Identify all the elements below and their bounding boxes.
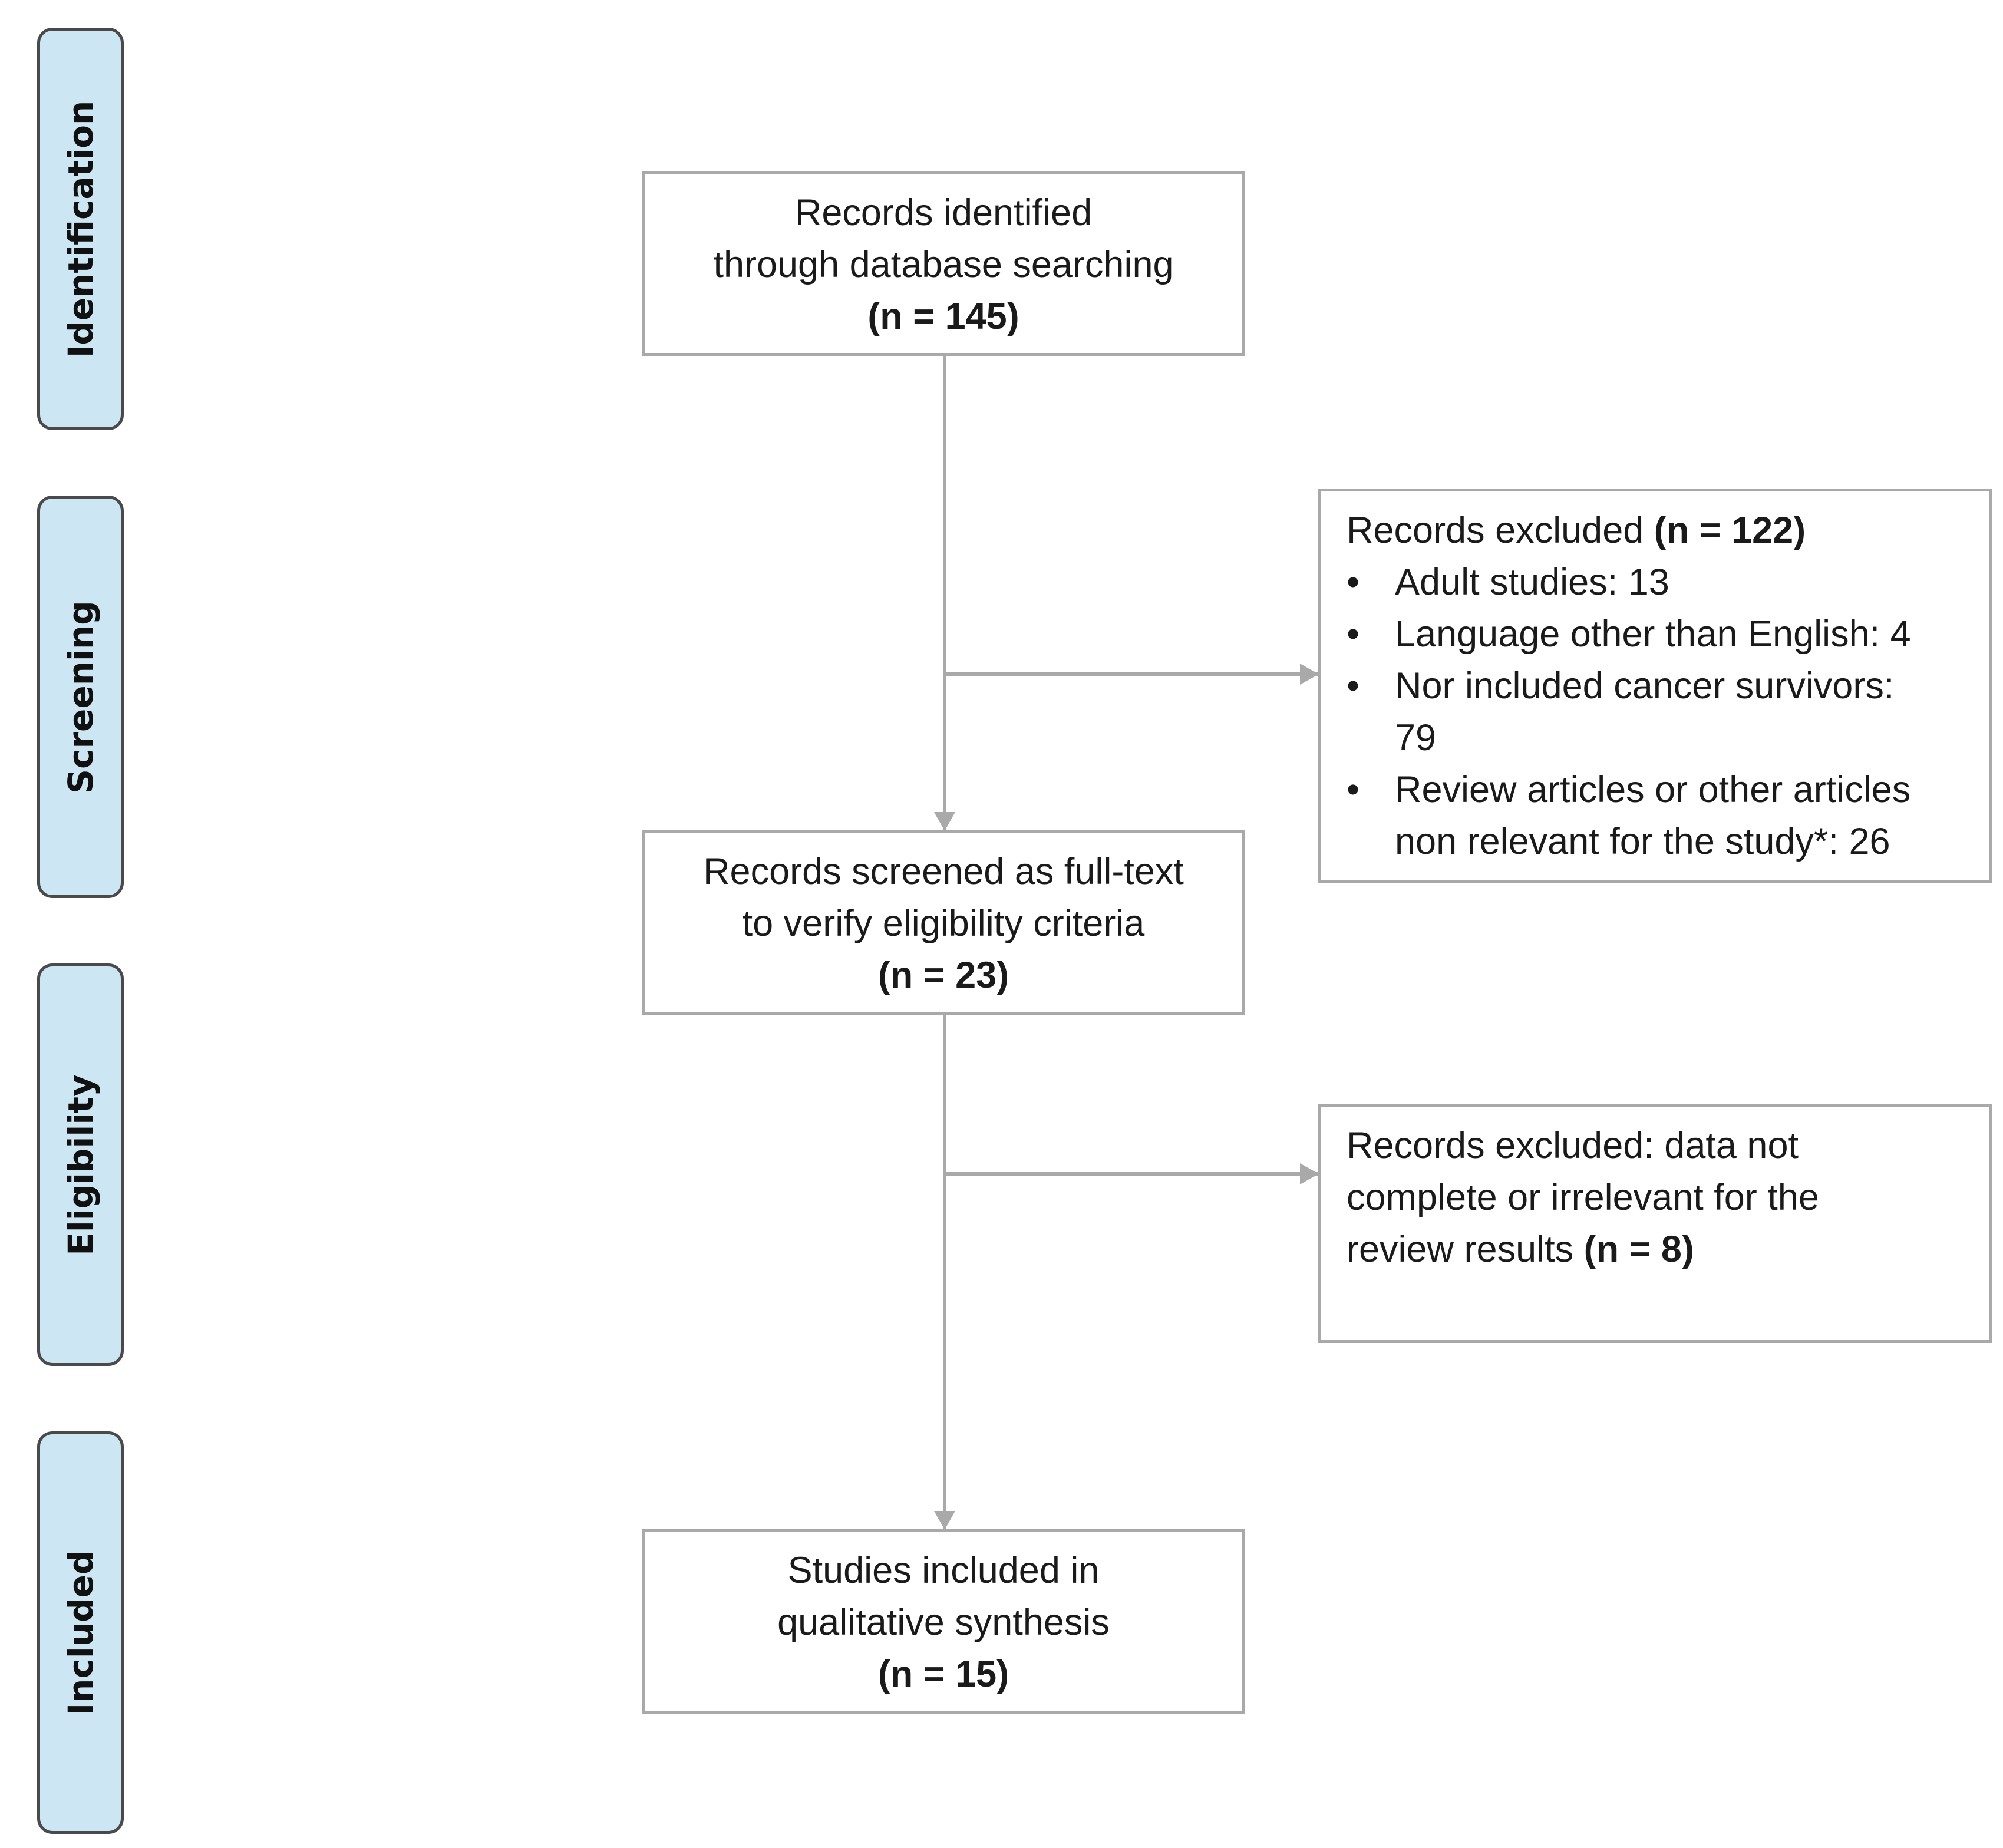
excluded-eligibility-box: Records excluded: data not complete or i… (1318, 1104, 1992, 1343)
excluded-eligibility-text: Records excluded: data not complete or i… (1347, 1125, 1819, 1270)
stage-identification: Identification (37, 28, 124, 430)
excluded-eligibility-text-block: Records excluded: data not complete or i… (1347, 1120, 1936, 1275)
identified-line-1: Records identified (794, 192, 1093, 233)
exclusion-reasons-list: Adult studies: 13 Language other than En… (1347, 556, 1936, 867)
screened-count: (n = 23) (877, 955, 1009, 996)
excluded-screening-count: (n = 122) (1654, 510, 1806, 551)
included-line-2: qualitative synthesis (777, 1602, 1110, 1643)
excluded-screening-heading-line: Records excluded (n = 122) (1347, 504, 1989, 556)
exclusion-reason: Adult studies: 13 (1347, 556, 1936, 608)
exclusion-reason: Nor included cancer survivors: 79 (1347, 660, 1936, 764)
identified-line-2: through database searching (713, 244, 1174, 285)
included-count: (n = 15) (877, 1654, 1009, 1695)
included-line-1: Studies included in (787, 1550, 1100, 1591)
exclusion-reason: Language other than English: 4 (1347, 608, 1936, 660)
screened-line-1: Records screened as full-text (703, 851, 1184, 892)
stage-included: Included (37, 1431, 124, 1834)
excluded-screening-heading: Records excluded (1347, 510, 1654, 551)
identified-box: Records identified through database sear… (642, 171, 1245, 356)
excluded-screening-box: Records excluded (n = 122) Adult studies… (1318, 489, 1992, 883)
stage-screening: Screening (37, 496, 124, 898)
exclusion-reason: Review articles or other articles non re… (1347, 764, 1936, 867)
stage-eligibility: Eligibility (37, 963, 124, 1366)
screened-box: Records screened as full-text to verify … (642, 830, 1245, 1015)
screened-line-2: to verify eligibility criteria (742, 903, 1145, 944)
excluded-eligibility-count: (n = 8) (1583, 1229, 1694, 1270)
included-box: Studies included in qualitative synthesi… (642, 1529, 1245, 1714)
identified-count: (n = 145) (867, 296, 1019, 337)
